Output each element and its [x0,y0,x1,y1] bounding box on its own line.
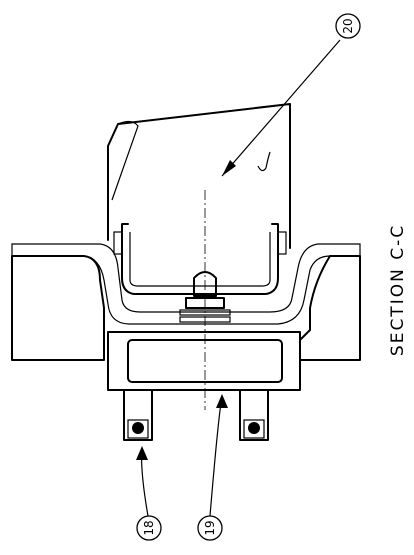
bracket-inner [129,232,271,287]
terminal-left [123,389,153,441]
leader-20 [221,39,341,177]
housing-mark [257,151,271,172]
terminal-right-screw [248,422,260,434]
terminal-right-lug [243,419,265,439]
washer [179,309,231,316]
top-skin [11,243,361,325]
callout-20-label: 20 [341,18,355,33]
leader-19 [209,395,223,517]
callout-20: 20 [335,13,361,39]
terminal-right [239,389,269,441]
terminal-left-screw [132,422,144,434]
terminal-left-lug [127,419,149,439]
leader-20-arrow [222,160,236,176]
callout-19: 19 [197,515,223,541]
callout-18: 18 [136,515,162,541]
callout-19-label: 19 [203,520,217,535]
callout-18-label: 18 [142,520,156,535]
bracket-tab-left [113,231,123,255]
screw-head [193,271,217,297]
section-label: SECTION C-C [388,224,408,356]
bracket-tab-right [277,231,287,255]
right-insulation [299,255,361,361]
thermostat-base [107,331,301,391]
left-insulation [11,255,105,361]
mounting-bracket [121,223,279,295]
housing-box [107,103,291,249]
leader-19-arrow [216,394,228,408]
housing-edge [111,120,139,201]
leader-18-arrow [136,446,148,460]
